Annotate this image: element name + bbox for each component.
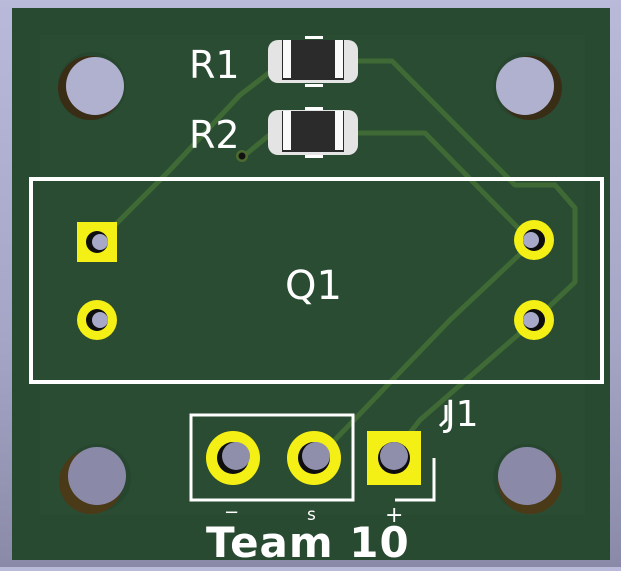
q1-outline [29, 177, 604, 384]
mounting-hole-tl [58, 52, 126, 120]
label-pin-s: s [307, 505, 316, 525]
trace-r1-right [358, 58, 578, 322]
mounting-hole-bl [59, 444, 131, 514]
resistor-r1[interactable] [268, 36, 358, 87]
label-pin-plus: + [385, 503, 403, 528]
j1-pin-minus [206, 431, 260, 485]
j1-pin-plus [367, 431, 421, 485]
label-team: Team 10 [206, 518, 410, 567]
trace-r1-q1 [98, 64, 280, 242]
mounting-hole-br [493, 444, 562, 514]
q1-pin-1 [77, 222, 117, 262]
mounting-holes [58, 52, 562, 514]
label-pin-minus: − [224, 502, 239, 523]
j1-pin1-corner [438, 405, 448, 428]
label-r1: R1 [189, 43, 240, 87]
transistor-q1[interactable]: Q1 [29, 177, 604, 384]
label-r2: R2 [189, 113, 240, 157]
label-j1: J1 [443, 394, 479, 435]
j1-pin1-marker [395, 458, 436, 502]
mounting-hole-tr [493, 52, 562, 120]
resistor-r2[interactable] [268, 107, 358, 158]
via [236, 150, 248, 162]
q1-pin-4 [514, 300, 554, 340]
label-q1: Q1 [285, 263, 342, 309]
j1-pin-s [287, 431, 341, 485]
connector-j1[interactable]: J1 − s + [189, 394, 479, 528]
q1-pin-3 [514, 220, 554, 260]
j1-outline [189, 413, 355, 502]
q1-pin-2 [77, 300, 117, 340]
